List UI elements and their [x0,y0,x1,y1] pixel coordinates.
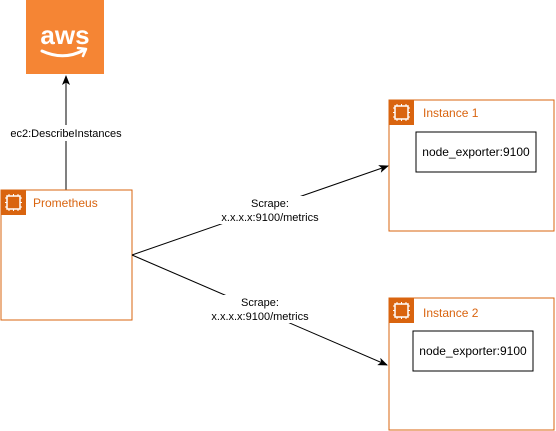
instance-2-exporter-box[interactable]: node_exporter:9100 [412,330,534,372]
aws-logo: aws [26,0,104,74]
instance-1-exporter-label: node_exporter:9100 [422,145,530,159]
edge-describe-instances: ec2:DescribeInstances [10,75,122,190]
instance-2-label: Instance 2 [423,306,479,320]
instance-1-label: Instance 1 [423,106,479,120]
scrape-1-label-line1: Scrape: [251,198,289,210]
instance-1-group[interactable]: Instance 1 node_exporter:9100 [388,99,555,232]
instance-2-group[interactable]: Instance 2 node_exporter:9100 [388,297,555,431]
prometheus-group[interactable]: Prometheus [0,189,133,321]
aws-logo-text: aws [40,20,89,50]
instance-2-exporter-label: node_exporter:9100 [419,344,527,358]
edge-scrape-instance-2: Scrape: x.x.x.x:9100/metrics [131,254,388,366]
scrape-2-label-line2: x.x.x.x:9100/metrics [211,311,309,323]
ec2-instance-chip-icon [1,190,26,215]
prometheus-label: Prometheus [33,196,98,210]
edge-scrape-instance-1: Scrape: x.x.x.x:9100/metrics [131,165,389,256]
scrape-2-label-line1: Scrape: [241,297,279,309]
scrape-1-label-line2: x.x.x.x:9100/metrics [221,212,319,224]
instance-1-exporter-box[interactable]: node_exporter:9100 [415,131,537,173]
aws-logo-arrow-icon [76,46,88,58]
aws-logo-smile-icon [40,48,86,58]
ec2-instance-chip-icon [389,298,414,323]
edge-describe-label: ec2:DescribeInstances [10,128,122,140]
ec2-instance-chip-icon [389,100,414,125]
